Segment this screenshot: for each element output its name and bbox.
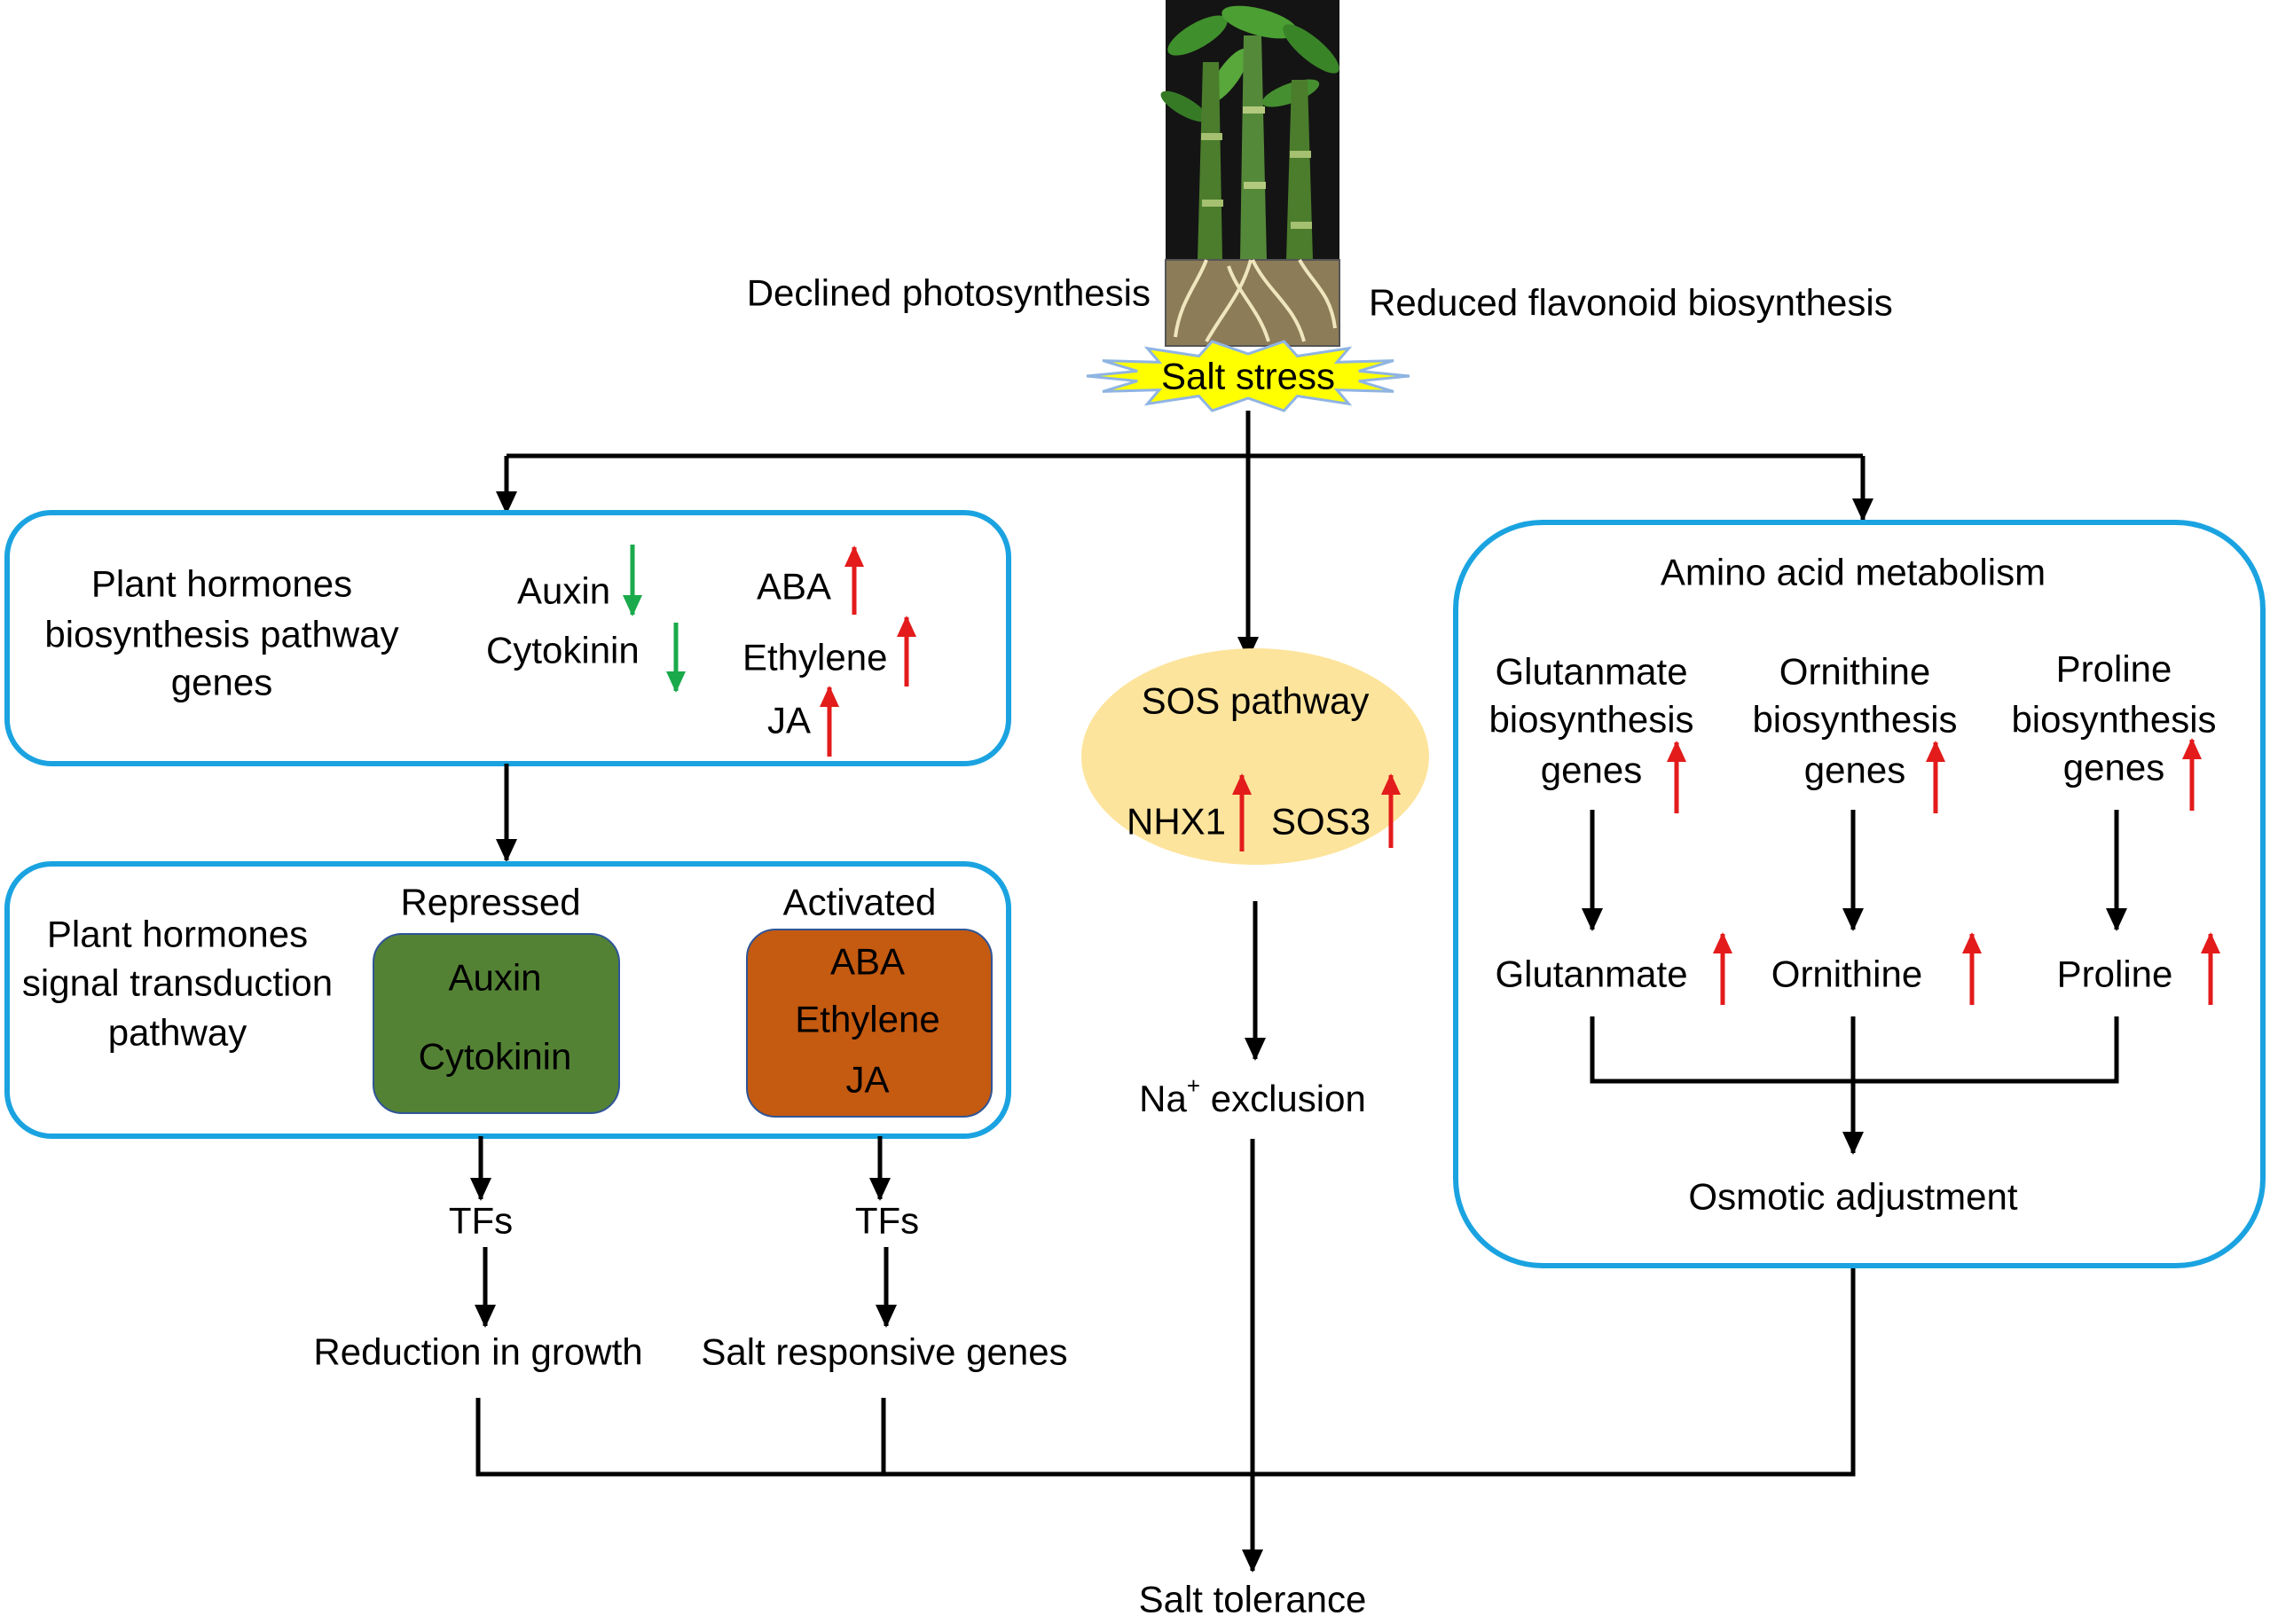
cytokinin-label: Cytokinin [486,630,640,671]
stem-node [1202,200,1223,207]
activated-item: ABA [830,941,905,983]
repressed-box [373,933,620,1114]
leaf [1283,24,1339,74]
signal-transduction-box [4,861,1011,1139]
na-exclusion-suffix: exclusion [1200,1078,1366,1119]
declined-photosynthesis-label: Declined photosynthesis [747,272,1151,314]
ornithine-product-label: Ornithine [1771,953,1922,995]
osmotic-adjustment-label: Osmotic adjustment [1688,1176,2017,1218]
amino-acid-title: Amino acid metabolism [1661,552,2046,593]
auxin-label: Auxin [517,570,610,612]
proline-product-label: Proline [2057,953,2173,995]
glutamate-gene-line: genes [1541,749,1642,791]
stem-node [1244,182,1266,189]
glutamate-gene-line: biosynthesis [1488,699,1693,741]
repressed-item: Auxin [448,957,541,999]
ornithine-gene-line: biosynthesis [1752,699,1957,741]
proline-gene-line: biosynthesis [2011,699,2216,741]
aba-label: ABA [757,566,831,608]
hormone-biosynthesis-title-line: genes [171,662,272,703]
stem [1240,35,1267,260]
signal-transduction-title-line: pathway [108,1012,247,1054]
stem [1286,80,1313,260]
na-exclusion-label: Na+ exclusion [1139,1072,1366,1119]
salt-stress-label: Salt stress [1161,356,1335,397]
ethylene-label: Ethylene [742,637,887,679]
ornithine-gene-line: genes [1804,749,1905,791]
proline-gene-line: Proline [2056,648,2172,690]
na-exclusion-superscript: + [1187,1072,1200,1099]
stem-node [1201,133,1222,140]
sos-pathway-title: SOS pathway [1142,680,1370,722]
reduced-flavonoid-label: Reduced flavonoid biosynthesis [1369,282,1893,324]
sos3-label: SOS3 [1271,801,1371,843]
leaf [1160,90,1208,122]
amino-acid-box [1453,520,2266,1268]
roots [1174,259,1337,342]
na-exclusion-prefix: Na [1139,1078,1187,1119]
leaf [1221,5,1298,39]
repressed-label: Repressed [400,882,580,923]
proline-gene-line: genes [2063,747,2164,788]
signal-transduction-title-line: Plant hormones [47,914,308,955]
salt-stress-burst [1086,340,1410,412]
stem-node [1290,151,1311,158]
hormone-biosynthesis-title-line: Plant hormones [91,563,352,605]
salt-tolerance-label: Salt tolerance [1139,1579,1367,1620]
hormone-biosynthesis-title-line: biosynthesis pathway [44,614,398,655]
stem [1198,62,1222,260]
activated-label: Activated [783,882,937,923]
leaf [1167,15,1228,56]
glutamate-gene-line: Glutanmate [1495,651,1687,693]
ja-label: JA [767,700,811,741]
activated-box [746,929,993,1118]
stem-node [1291,222,1312,229]
tfs-left-label: TFs [449,1200,513,1242]
plant-photo [1160,0,1340,347]
ornithine-gene-line: Ornithine [1779,651,1930,693]
repressed-item: Cytokinin [419,1036,572,1078]
stem-node [1243,106,1265,114]
signal-transduction-title-line: signal transduction [22,962,333,1004]
bottom-merge-line [475,1268,1856,1477]
nhx1-label: NHX1 [1127,801,1226,843]
activated-item: Ethylene [795,999,939,1040]
tfs-right-label: TFs [855,1200,919,1242]
reduction-in-growth-label: Reduction in growth [313,1331,642,1373]
activated-item: JA [845,1059,889,1101]
salt-responsive-genes-label: Salt responsive genes [701,1331,1067,1373]
root-container [1165,259,1340,347]
sos-pathway-ellipse [1081,648,1429,865]
glutamate-product-label: Glutanmate [1495,953,1687,995]
